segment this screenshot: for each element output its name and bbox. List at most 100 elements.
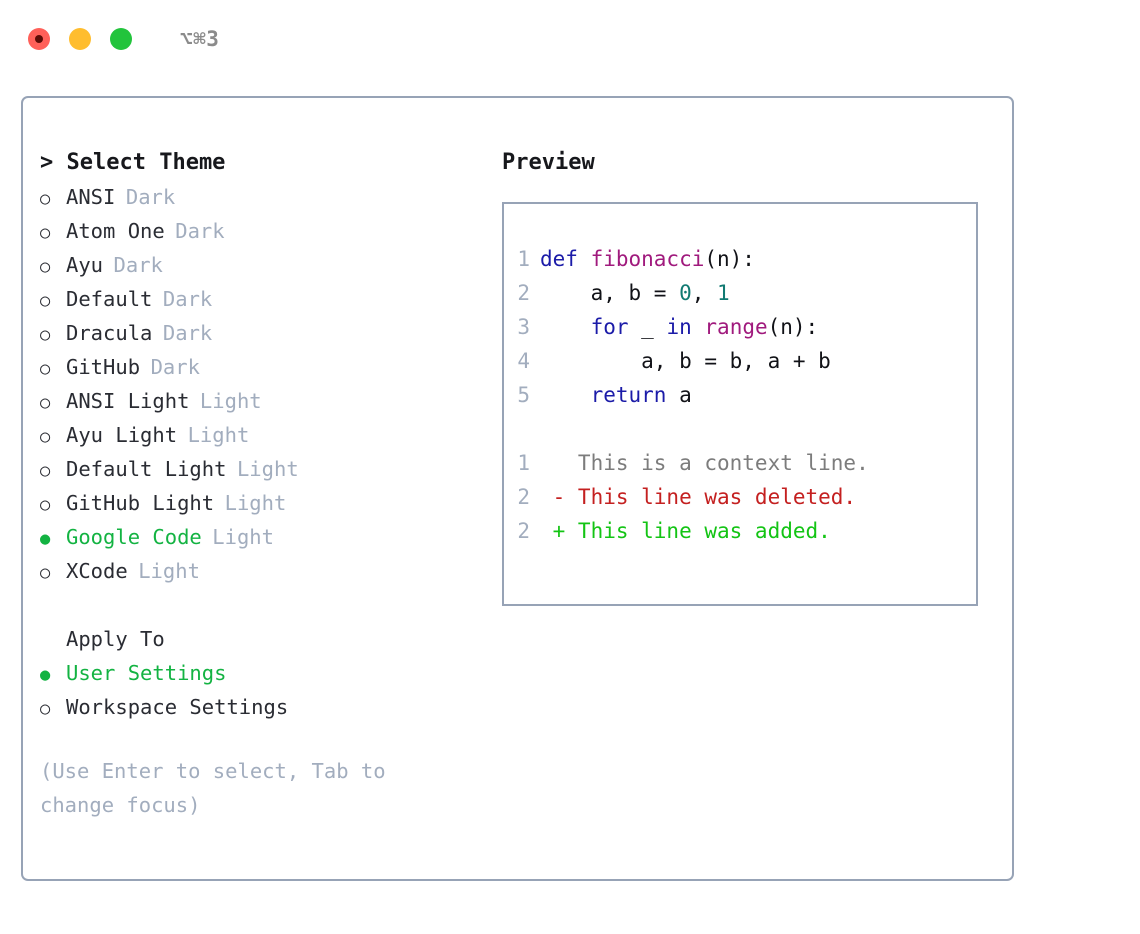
keyboard-hint: (Use Enter to select, Tab to change focu… [40,759,386,817]
theme-option-label: XCode [66,559,128,583]
theme-option-github[interactable]: ○ GitHub Dark [40,350,490,384]
code-line: 4 a, b = b, a + b [504,344,976,378]
line-number: 5 [517,383,530,407]
close-button[interactable] [28,28,50,50]
line-number: 2 [517,519,530,543]
radio-unselected-icon: ○ [40,563,51,583]
title-bar: ⌥⌘3 [0,0,1140,78]
code-line-text: + This line was added. [540,514,831,548]
token-kw: in [666,315,692,339]
radio-unselected-icon: ○ [40,223,51,243]
apply-to-option-user-settings[interactable]: ● User Settings [40,656,490,690]
code-line: 2 a, b = 0, 1 [504,276,976,310]
code-line: 5 return a [504,378,976,412]
radio-unselected-icon: ○ [40,461,51,481]
apply-to-option-list[interactable]: ● User Settings ○Workspace Settings [40,656,490,724]
code-line-text: - This line was deleted. [540,480,856,514]
apply-to-option-label: Workspace Settings [66,695,289,719]
diff-line: 2 - This line was deleted. [504,480,976,514]
token-pln [540,315,591,339]
code-diff-gap [504,412,976,446]
token-pln: (n): [767,315,819,339]
minimize-button[interactable] [69,28,91,50]
apply-to-option-workspace-settings[interactable]: ○Workspace Settings [40,690,490,724]
theme-list-heading: > Select Theme [40,150,226,175]
theme-option-github-light[interactable]: ○ GitHub Light Light [40,486,490,520]
theme-option-kind-badge: Dark [175,219,225,243]
diff-line: 1 This is a context line. [504,446,976,480]
radio-unselected-icon: ○ [40,291,51,311]
theme-option-label: ANSI [66,185,116,209]
theme-option-label: GitHub [66,355,141,379]
preview-heading: Preview [502,150,595,175]
token-num: 1 [717,281,730,305]
theme-option-kind-badge: Dark [150,355,200,379]
theme-option-label: Atom One [66,219,165,243]
token-fn: range [704,315,768,339]
radio-unselected-icon: ○ [40,325,51,345]
apply-to-heading: Apply To [66,627,165,651]
code-line-text: return a [540,378,692,412]
diff-line: 2 + This line was added. [504,514,976,548]
radio-unselected-icon: ○ [40,393,51,413]
theme-option-atom-one[interactable]: ○ Atom One Dark [40,214,490,248]
token-pln: a, b = [540,281,680,305]
theme-option-label: Default [66,287,153,311]
code-line-text: def fibonacci(n): [540,242,755,276]
radio-unselected-icon: ○ [40,359,51,379]
apply-to-option-label: User Settings [66,661,227,685]
token-pln: _ [628,315,667,339]
radio-unselected-icon: ○ [40,427,51,447]
theme-option-label: Ayu [66,253,104,277]
theme-option-kind-badge: Light [138,559,200,583]
token-kw: def [540,247,591,271]
code-line-text: a, b = b, a + b [540,344,831,378]
token-pln: a, b = b, a + b [540,349,831,373]
theme-option-kind-badge: Light [199,389,262,413]
line-number: 2 [517,281,530,305]
token-pln [692,315,705,339]
theme-option-google-code[interactable]: ● Google Code Light [40,520,490,554]
radio-selected-icon: ● [40,529,51,549]
diff-sample: 1 This is a context line.2 - This line w… [504,446,976,548]
section-spacer [40,588,490,622]
token-add: + This line was added. [540,519,831,543]
theme-option-label: Google Code [66,525,202,549]
theme-option-ayu[interactable]: ○ Ayu Dark [40,248,490,282]
radio-unselected-icon: ○ [40,257,51,277]
theme-option-label: Default Light [66,457,227,481]
radio-unselected-icon: ○ [40,189,51,209]
theme-option-default-light[interactable]: ○ Default Light Light [40,452,490,486]
token-pln: , [691,281,718,305]
line-number: 1 [517,247,530,271]
theme-option-label: Dracula [66,321,153,345]
window-title: ⌥⌘3 [180,27,220,51]
token-del: - This line was deleted. [540,485,857,509]
maximize-button[interactable] [110,28,132,50]
radio-unselected-icon: ○ [40,495,51,515]
theme-option-kind-badge: Light [236,457,299,481]
theme-option-ansi-light[interactable]: ○ ANSI Light Light [40,384,490,418]
code-line: 3 for _ in range(n): [504,310,976,344]
token-kw: return [590,383,667,407]
line-number: 2 [517,485,530,509]
theme-option-label: ANSI Light [66,389,190,413]
theme-option-kind-badge: Light [224,491,287,515]
theme-option-kind-badge: Dark [113,253,163,277]
theme-option-label: GitHub Light [66,491,215,515]
radio-selected-icon: ● [40,665,51,685]
theme-option-kind-badge: Light [212,525,274,549]
line-number: 4 [517,349,530,373]
theme-option-xcode[interactable]: ○ XCode Light [40,554,490,588]
code-line-text: for _ in range(n): [540,310,819,344]
